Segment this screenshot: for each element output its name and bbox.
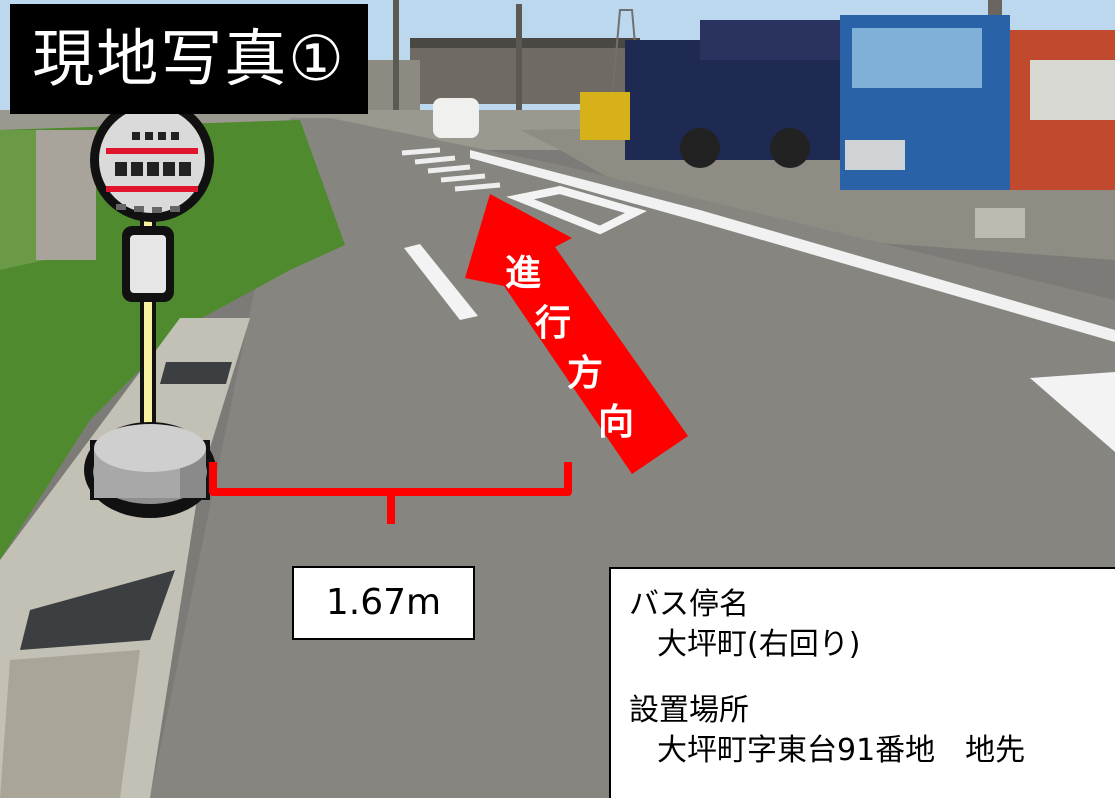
- direction-char-4: 向: [598, 402, 634, 443]
- direction-char-1: 進: [505, 253, 541, 294]
- stop-name-value: 大坪町(右回り): [657, 627, 861, 662]
- bus-stop-sign-icon: [84, 98, 216, 518]
- direction-arrow-icon: [465, 194, 688, 474]
- direction-char-3: 方: [567, 353, 603, 394]
- location-label: 設置場所: [629, 693, 749, 728]
- stop-name-label: バス停名: [629, 587, 749, 622]
- photo-title: 現地写真①: [10, 4, 368, 114]
- info-panel: バス停名 大坪町(右回り) 設置場所 大坪町字東台91番地 地先: [609, 567, 1115, 798]
- measurement-bracket-icon: [209, 462, 572, 524]
- location-value: 大坪町字東台91番地 地先: [657, 733, 1026, 768]
- direction-char-2: 行: [535, 303, 571, 344]
- direction-text: 進 行 方 向: [505, 253, 634, 443]
- measurement-label: 1.67m: [292, 566, 475, 640]
